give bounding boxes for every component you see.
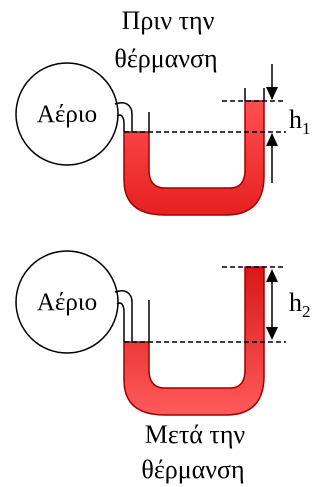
gas-bulb	[15, 62, 119, 166]
connector-tube-outer-after	[114, 290, 133, 342]
liquid-column	[123, 100, 265, 216]
gas-label-after: Αέριο	[37, 289, 97, 316]
h2-arrowhead-top	[266, 269, 278, 282]
connector-tube-inner-after	[116, 302, 125, 342]
h2-arrowhead-bottom	[266, 327, 278, 340]
after-caption-line2: θέρμανση	[141, 455, 244, 484]
h1-arrowhead-bottom	[266, 133, 278, 146]
connector-tube-inner	[116, 114, 125, 132]
h1-arrowhead-top	[266, 87, 278, 100]
gas-bulb-after	[15, 250, 119, 354]
after-caption-line1: Μετά την	[145, 420, 246, 449]
gas-label: Αέριο	[37, 101, 97, 128]
liquid-column-after	[123, 266, 265, 416]
before-caption-line1: Πριν την	[122, 6, 215, 35]
connector-tube-outer	[114, 102, 133, 132]
before-heating-panel: Πριν την θέρμανση Αέριο h1	[15, 6, 311, 216]
after-heating-panel: Αέριο h2 Μετά την θέρμανση	[15, 250, 311, 484]
h2-label: h2	[289, 288, 311, 321]
before-caption-line2: θέρμανση	[114, 44, 217, 73]
h1-label: h1	[289, 105, 311, 138]
